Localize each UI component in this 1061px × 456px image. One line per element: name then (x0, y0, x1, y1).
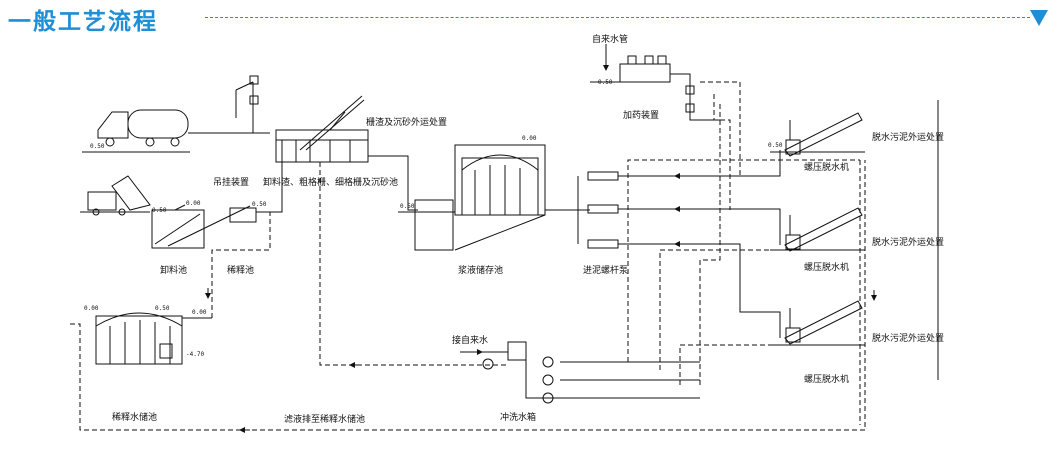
pipe-pump-press-2 (618, 208, 781, 245)
dump-truck-icon (87, 175, 151, 216)
elev-tap: 0.50 (598, 79, 613, 86)
slope-storage (454, 214, 546, 251)
elev-tank-top: 0.00 (84, 305, 99, 312)
page-title: 一般工艺流程 (8, 9, 158, 35)
conveyor-to-dilution (167, 205, 251, 247)
label-tap-water-in: 接自来水 (452, 334, 488, 346)
screen-grit-tank (275, 129, 369, 163)
label-sludge-out-2: 脱水污泥外运处置 (872, 236, 944, 248)
flush-water-line (525, 360, 700, 399)
triangle-down-icon (1030, 10, 1048, 26)
pipe-pump-press-3 (618, 243, 781, 338)
screw-press-2 (784, 207, 863, 252)
label-filter-press-1: 螺压脱水机 (804, 161, 849, 173)
dilution-water-tank (95, 312, 183, 365)
elev-tank-bottom: -4.70 (186, 351, 204, 358)
dashed-dosing-2 (713, 94, 731, 210)
label-filter-press-3: 螺压脱水机 (804, 373, 849, 385)
label-slurry-storage: 浆液储存池 (458, 264, 503, 276)
elev-dilution: 0.50 (252, 201, 267, 208)
unloading-tank (151, 204, 205, 249)
elev-unload-b: 0.50 (152, 207, 167, 214)
title-dashed-divider (205, 17, 1030, 18)
dosing-valves (685, 85, 695, 113)
label-hoist-device: 吊挂装置 (213, 176, 249, 188)
pipe-screen-storage (368, 155, 418, 211)
label-sludge-out-3: 脱水污泥外运处置 (872, 332, 944, 344)
dosing-device-icon (590, 55, 671, 83)
elev-tank-b: 0.50 (155, 305, 170, 312)
elev-truck: 0.50 (90, 143, 105, 150)
label-sludge-out-1: 脱水污泥外运处置 (872, 131, 944, 143)
section-header: 一般工艺流程 (0, 0, 1061, 36)
dashed-flush-main (627, 159, 860, 362)
label-screening-transport: 栅渣及沉砂外运处置 (366, 116, 447, 128)
screw-press-1 (784, 112, 863, 157)
dashed-dosing-3 (699, 104, 721, 388)
dilution-tank (229, 207, 257, 223)
slurry-storage-tank (454, 144, 546, 216)
screw-press-3 (784, 300, 863, 345)
elev-tank-c: 0.00 (192, 309, 207, 316)
label-dosing-device: 加药装置 (623, 109, 659, 121)
label-flush-water-tank: 冲洗水箱 (500, 411, 536, 423)
label-filtrate-return: 滤液排至稀释水储池 (284, 413, 365, 425)
dashed-screen-return (319, 162, 508, 366)
dashed-flush-3 (679, 344, 860, 385)
label-unload-screen-tank: 卸料渣、粗格栅、细格栅及沉砂池 (263, 176, 398, 188)
dosing-line (670, 73, 720, 121)
flush-water-box (507, 341, 527, 361)
flush-pumps (482, 356, 554, 404)
label-dilution-water-tank: 稀释水储池 (112, 411, 157, 423)
elev-unload: 0.00 (186, 200, 201, 207)
dashed-filtrate-return (70, 160, 866, 431)
pipe-pump-press-1 (618, 150, 781, 177)
label-dilution-tank: 稀释池 (227, 264, 254, 276)
screening-conveyor-icon (299, 95, 365, 151)
hoist-device-icon (235, 75, 259, 133)
label-tap-water-pipe: 自来水管 (592, 33, 628, 45)
label-filter-press-2: 螺压脱水机 (804, 261, 849, 273)
tanker-truck-icon (97, 109, 189, 147)
elev-press: 0.50 (768, 142, 783, 149)
elev-storage-top: 0.00 (522, 135, 537, 142)
label-screw-pump: 进泥螺杆泵 (583, 264, 628, 276)
dashed-dosing-1 (700, 81, 741, 176)
label-unloading-tank: 卸料池 (160, 264, 187, 276)
elev-storage: 0.50 (400, 203, 415, 210)
dashed-flush-2 (659, 249, 860, 370)
pump-sump (414, 199, 454, 251)
dashed-hoist-loop (211, 212, 271, 318)
